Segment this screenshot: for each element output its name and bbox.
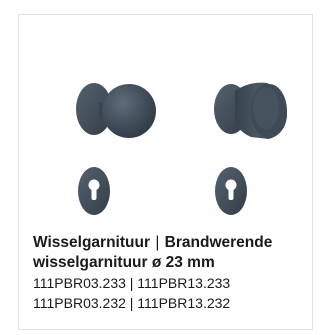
ball-knob-icon (76, 83, 156, 138)
product-image[interactable] (19, 15, 312, 220)
product-codes-2: 111PBR03.232 | 111PBR13.232 (33, 295, 231, 311)
cylinder-escutcheon-icon (78, 167, 110, 215)
product-title-line-2: wisselgarnituur ø 23 mm (33, 254, 215, 271)
product-caption: Wisselgarnituur | Brandwerende wisselgar… (33, 233, 303, 313)
cylinder-knob-icon (214, 82, 287, 139)
product-codes-1: 111PBR03.233 | 111PBR13.233 (33, 275, 231, 291)
title-part-2: Brandwerende (164, 234, 273, 251)
product-title[interactable]: Wisselgarnituur | Brandwerende (33, 233, 303, 253)
product-card[interactable]: Wisselgarnituur | Brandwerende wisselgar… (18, 14, 313, 330)
title-part-1: Wisselgarnituur (33, 234, 150, 251)
title-separator: | (155, 234, 160, 251)
cylinder-escutcheon-icon (215, 167, 247, 215)
